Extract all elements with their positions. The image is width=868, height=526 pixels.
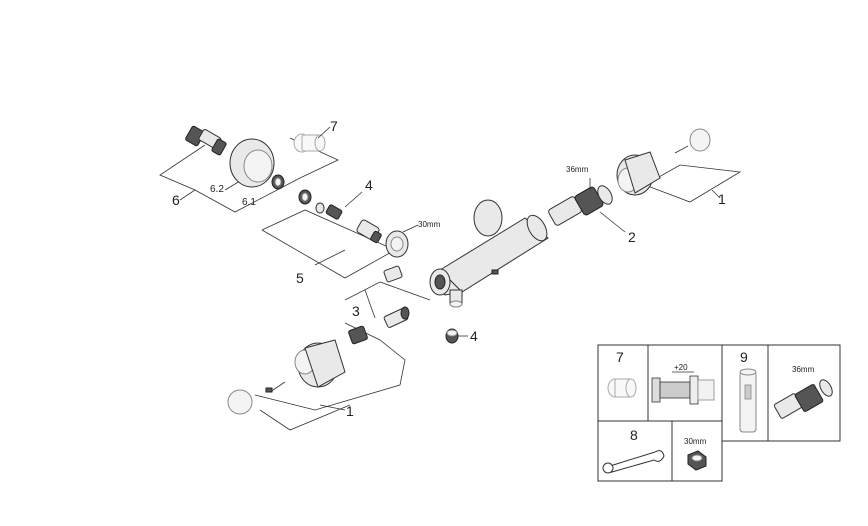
dim-30mm: 30mm: [418, 220, 441, 229]
tool-cartridge-icon: [773, 379, 833, 419]
table-cell-7: 7: [616, 349, 624, 365]
wrench-icon: [602, 450, 665, 474]
label-2: 2: [628, 229, 636, 245]
label-3: 3: [352, 303, 360, 319]
nut-30mm: [385, 230, 409, 258]
label-4-top: 4: [365, 177, 373, 193]
extension-plus20-icon: +20: [651, 363, 715, 405]
mixer-body: [429, 199, 549, 308]
tool-nut-30mm-icon: [687, 450, 707, 471]
check-valve: [356, 219, 382, 244]
table-size-36mm: 36mm: [792, 365, 815, 374]
group-2-cartridge: 2 36mm: [548, 165, 636, 245]
label-6-1: 6.1: [242, 197, 256, 208]
label-1-top: 1: [718, 191, 726, 207]
tools-table: 7 9 8 +20 36mm: [597, 344, 841, 482]
tool-tube-icon: [739, 368, 757, 433]
table-cell-9: 9: [740, 349, 748, 365]
label-6: 6: [172, 192, 180, 208]
ghost-cap-7: [293, 133, 326, 153]
label-1-bottom: 1: [346, 403, 354, 419]
table-cell-8: 8: [630, 427, 638, 443]
tool-cap-icon: [607, 378, 637, 398]
group-6-connector: 7 6 6.2 6.1: [159, 118, 339, 213]
cover-cap: [227, 389, 253, 415]
label-6-2: 6.2: [210, 184, 224, 195]
dim-plus20: +20: [674, 363, 688, 372]
label-7: 7: [330, 118, 338, 134]
threaded-connector-part: [185, 125, 227, 156]
group-3-diverter: 3: [344, 265, 431, 328]
label-4-bottom: 4: [470, 328, 478, 344]
group-5-nonreturn: 4 30mm 5: [261, 177, 441, 286]
bottom-nut-4: 4: [445, 328, 478, 344]
label-5: 5: [296, 270, 304, 286]
dim-36mm: 36mm: [566, 165, 589, 174]
group-1-top-handle: 1: [616, 128, 742, 207]
group-1-bottom-handle: 1: [227, 322, 406, 431]
table-size-30mm: 30mm: [684, 437, 707, 446]
